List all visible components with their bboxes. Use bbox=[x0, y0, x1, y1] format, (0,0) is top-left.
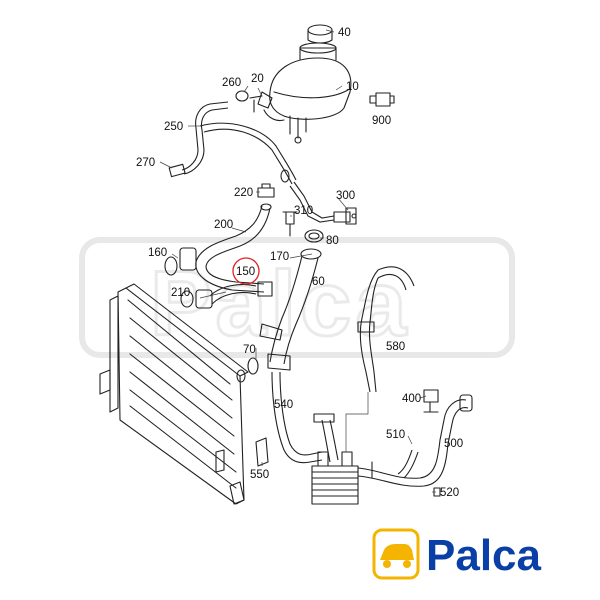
callout-270: 270 bbox=[136, 157, 155, 169]
oil-cooler bbox=[311, 392, 369, 505]
callout-150: 150 bbox=[236, 266, 255, 278]
palca-logo: Palca bbox=[372, 528, 542, 580]
callout-70: 70 bbox=[243, 344, 256, 356]
callout-400: 400 bbox=[402, 393, 421, 405]
callout-260: 260 bbox=[222, 77, 241, 89]
callout-10: 10 bbox=[346, 81, 359, 93]
small-parts bbox=[257, 183, 357, 243]
leader-lines bbox=[159, 29, 436, 493]
callout-160: 160 bbox=[148, 247, 167, 259]
vent-hose bbox=[168, 101, 351, 223]
callout-250: 250 bbox=[164, 121, 183, 133]
hose-540 bbox=[271, 371, 339, 464]
hose-580 bbox=[357, 266, 415, 393]
callout-80: 80 bbox=[326, 235, 339, 247]
callout-20: 20 bbox=[251, 73, 264, 85]
callout-40: 40 bbox=[338, 27, 351, 39]
sensor-900 bbox=[369, 92, 395, 107]
highlight-circle-150 bbox=[232, 257, 260, 285]
callout-60: 60 bbox=[312, 276, 325, 288]
radiator bbox=[99, 283, 249, 505]
callout-310: 310 bbox=[294, 205, 313, 217]
callout-540: 540 bbox=[274, 399, 293, 411]
radiator-hose-60 bbox=[236, 248, 322, 383]
watermark: Palca bbox=[79, 237, 515, 358]
callout-170: 170 bbox=[270, 251, 289, 263]
radiator-hose-150 bbox=[164, 203, 273, 309]
callout-500: 500 bbox=[444, 438, 463, 450]
callout-900: 900 bbox=[372, 115, 391, 127]
callout-520: 520 bbox=[440, 487, 459, 499]
callout-220: 220 bbox=[234, 187, 253, 199]
callout-300: 300 bbox=[336, 190, 355, 202]
callout-550: 550 bbox=[250, 469, 269, 481]
car-icon bbox=[372, 528, 420, 580]
bracket-550 bbox=[255, 437, 269, 467]
callout-580: 580 bbox=[386, 341, 405, 353]
callout-510: 510 bbox=[386, 429, 405, 441]
logo-text: Palca bbox=[426, 531, 542, 580]
expansion-tank bbox=[235, 24, 352, 144]
callout-200: 200 bbox=[214, 219, 233, 231]
callout-210: 210 bbox=[171, 287, 190, 299]
hose-500 bbox=[357, 389, 473, 497]
callout-labels: 40 20 260 10 900 250 270 220 300 310 200… bbox=[136, 27, 463, 499]
